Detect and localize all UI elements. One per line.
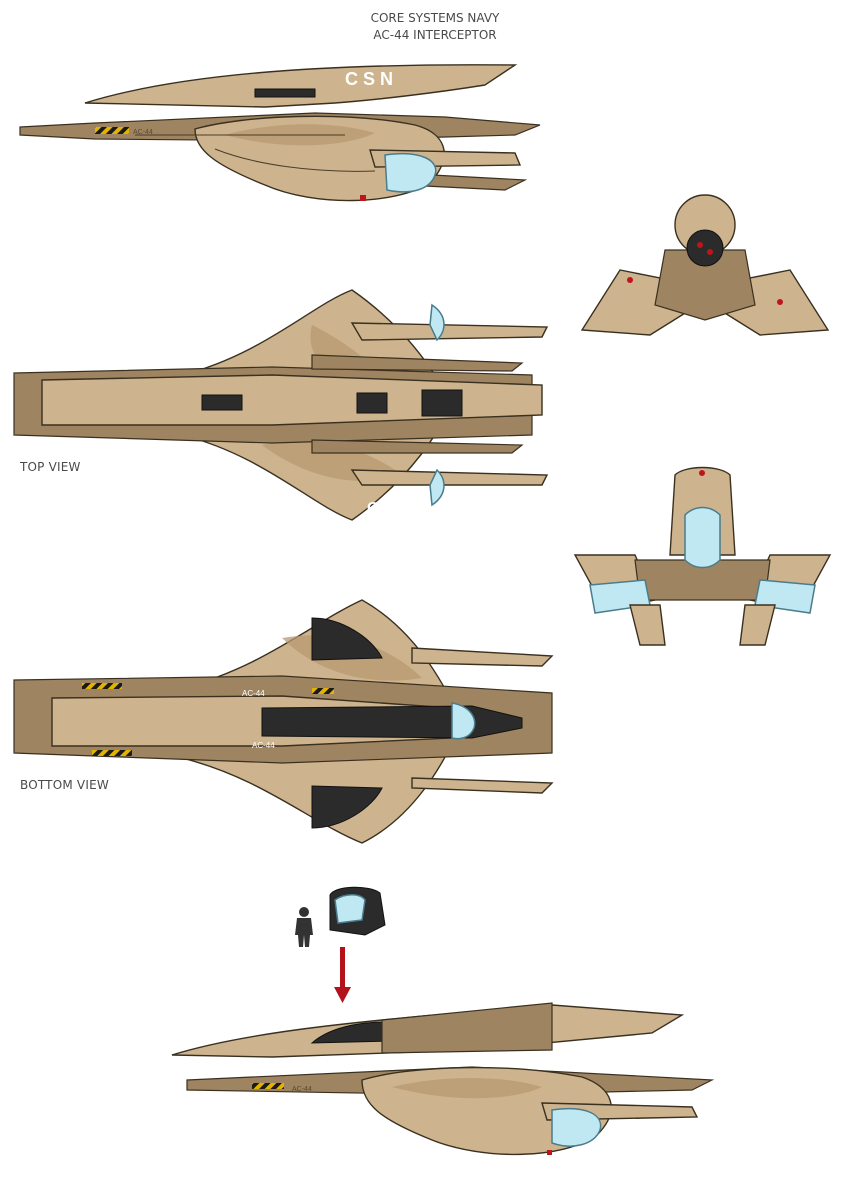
- top-view-illustration: C S N: [13, 289, 549, 521]
- registry-mark-side: AC-44: [133, 129, 153, 136]
- top-view-label: TOP VIEW: [20, 460, 81, 474]
- hull-marking: C S N: [345, 69, 393, 89]
- bottom-view-label: BOTTOM VIEW: [20, 778, 109, 792]
- hull-marking-top: C S N: [367, 500, 410, 517]
- hazard-stripe: [95, 127, 129, 134]
- title-line-1: CORE SYSTEMS NAVY: [370, 11, 500, 25]
- human-scale-figure: [295, 907, 313, 947]
- assembled-side-view-illustration: AC-44: [171, 1002, 715, 1156]
- registry-mark-bottom-b: AC-44: [252, 741, 275, 750]
- registry-mark-bottom-a: AC-44: [242, 689, 265, 698]
- rear-view-illustration: [573, 466, 832, 646]
- registry-mark-assembled: AC-44: [292, 1086, 312, 1093]
- cockpit-module-illustration: [295, 886, 386, 1003]
- bottom-view-illustration: AC-44 AC-44: [13, 599, 554, 844]
- side-view-illustration: C S N AC-44: [19, 64, 541, 202]
- title-line-2: AC-44 INTERCEPTOR: [373, 28, 497, 42]
- down-arrow: [334, 947, 351, 1003]
- front-view-illustration: [580, 194, 830, 336]
- sheet-title: CORE SYSTEMS NAVY AC-44 INTERCEPTOR: [330, 10, 540, 44]
